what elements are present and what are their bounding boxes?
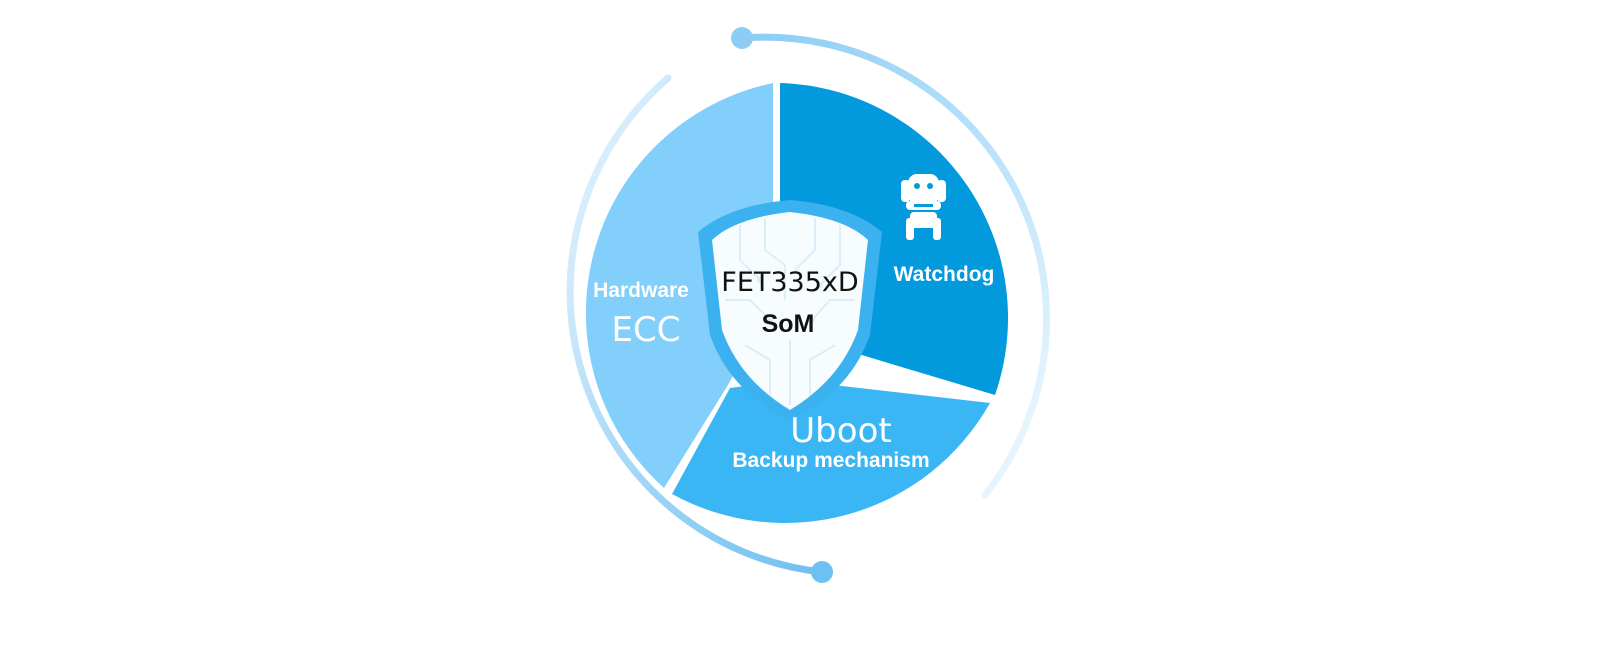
- ecc-title: Hardware: [593, 279, 689, 302]
- uboot-title: Uboot: [790, 411, 891, 451]
- watchdog-label: Watchdog: [894, 263, 995, 286]
- shield-face: [712, 212, 868, 410]
- segment-uboot: [672, 380, 990, 523]
- center-subtitle: SoM: [762, 310, 815, 338]
- ring-dot-top: [731, 27, 753, 49]
- center-shield: FET335xD SoM: [698, 200, 882, 420]
- uboot-subtitle: Backup mechanism: [732, 449, 929, 472]
- circuit-pattern: [725, 218, 855, 405]
- outer-ring-left-arc: [566, 74, 826, 576]
- segment-ecc: [585, 83, 773, 488]
- ecc-subtitle: ECC: [612, 310, 681, 350]
- outer-ring-right-arc: [738, 33, 1051, 499]
- ring-dot-bottom: [811, 561, 833, 583]
- outer-ring: [566, 27, 1051, 583]
- center-title: FET335xD: [721, 267, 858, 298]
- robot-dog-icon: [901, 174, 946, 240]
